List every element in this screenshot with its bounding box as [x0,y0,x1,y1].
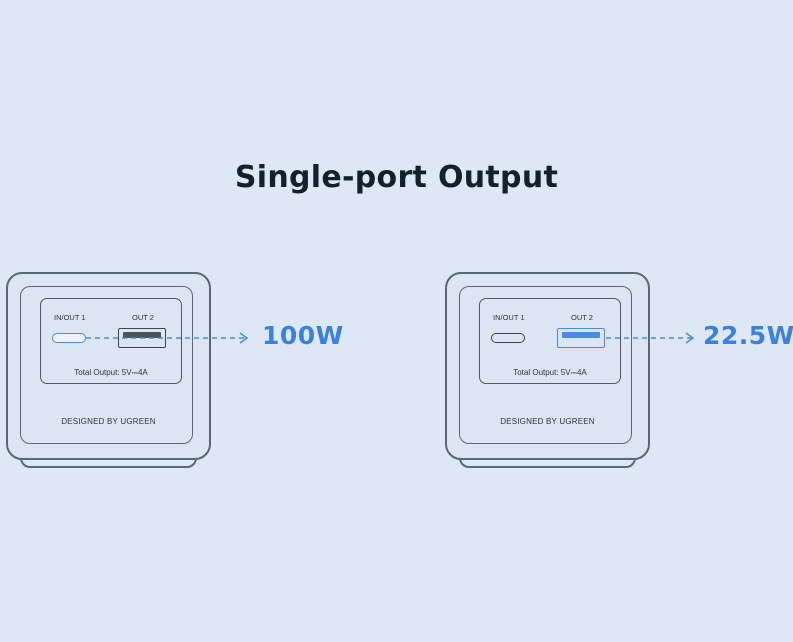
charger-foot [20,458,197,468]
usb-a-port-icon [557,328,605,348]
port-panel [479,298,621,384]
charger-inner-frame [459,286,632,444]
brand-label: DESIGNED BY UGREEN [500,417,595,426]
port2-label: OUT 2 [132,313,154,322]
charger-foot [459,458,636,468]
total-output-label: Total Output: 5V⎓4A [513,368,587,377]
output-arrow-left [86,332,249,344]
port1-label: IN/OUT 1 [493,313,525,322]
port1-label: IN/OUT 1 [54,313,86,322]
port2-label: OUT 2 [571,313,593,322]
charger-device-left: IN/OUT 1 OUT 2 Total Output: 5V⎓4A DESIG… [6,272,211,472]
usb-a-port-icon [118,328,166,348]
total-output-label: Total Output: 5V⎓4A [74,368,148,377]
usb-c-port-icon [491,333,525,343]
output-arrow-right [606,332,695,344]
usb-c-port-icon [52,333,86,343]
output-watt-left: 100W [262,321,344,350]
output-watt-right: 22.5W [703,321,793,350]
port-panel [40,298,182,384]
brand-label: DESIGNED BY UGREEN [61,417,156,426]
charger-device-right: IN/OUT 1 OUT 2 Total Output: 5V⎓4A DESIG… [445,272,650,472]
charger-inner-frame [20,286,193,444]
page-title: Single-port Output [234,160,559,195]
